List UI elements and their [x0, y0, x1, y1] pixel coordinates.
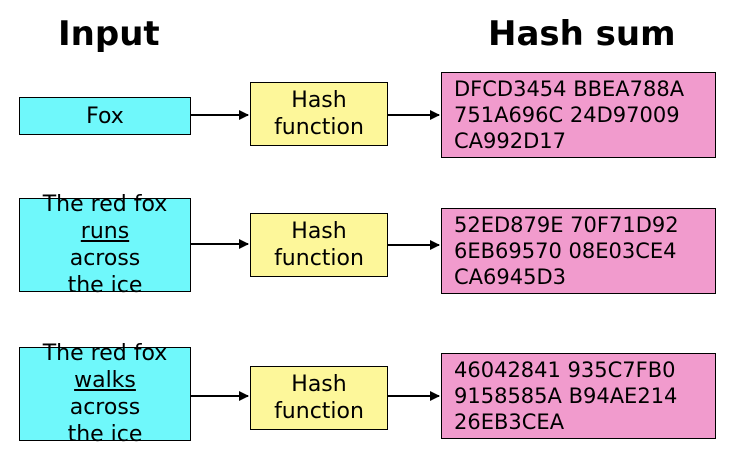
hash-sum-box-2: 52ED879E 70F71D92 6EB69570 08E03CE4 CA69…	[441, 208, 716, 294]
hash-sum-1-line-3: CA992D17	[454, 129, 567, 153]
input-text-3-line-2-rest: across	[69, 395, 141, 420]
input-box-2: The red fox runs across the ice	[19, 192, 191, 298]
input-text-3-changed-word: walks	[74, 368, 136, 393]
hash-sum-3-line-2: 9158585A B94AE214	[454, 384, 678, 408]
hash-sum-2-line-3: CA6945D3	[454, 265, 567, 289]
hash-sum-2-line-2: 6EB69570 08E03CE4	[454, 239, 677, 263]
hash-function-label-1-line-2: function	[274, 115, 364, 140]
input-text-3-line-3: the ice	[67, 422, 143, 447]
hash-function-label-2-line-2: function	[274, 246, 364, 271]
hash-function-label-1-line-1: Hash	[291, 88, 347, 113]
hash-function-box-3: Hash function	[250, 366, 388, 430]
hash-sum-box-1: DFCD3454 BBEA788A 751A696C 24D97009 CA99…	[441, 72, 716, 158]
hash-sum-2-line-1: 52ED879E 70F71D92	[454, 213, 679, 237]
input-column-header: Input	[58, 14, 160, 54]
hash-function-box-1: Hash function	[250, 82, 388, 146]
hash-sum-3-line-1: 46042841 935C7FB0	[454, 358, 676, 382]
hash-sum-column-header: Hash sum	[488, 14, 676, 54]
hash-function-label-3-line-1: Hash	[291, 372, 347, 397]
hash-sum-3-line-3: 26EB3CEA	[454, 410, 565, 434]
input-text-3-line-1: The red fox	[42, 341, 168, 366]
hash-function-box-2: Hash function	[250, 213, 388, 277]
hash-function-label-2-line-1: Hash	[291, 219, 347, 244]
input-box-3: The red fox walks across the ice	[19, 341, 191, 447]
input-text-1: Fox	[86, 103, 124, 130]
input-text-2-line-2-rest: across	[69, 246, 141, 271]
input-box-1: Fox	[19, 97, 191, 135]
input-text-1-line-1: Fox	[86, 103, 124, 129]
hash-sum-1-line-2: 751A696C 24D97009	[454, 103, 680, 127]
hash-sum-box-3: 46042841 935C7FB0 9158585A B94AE214 26EB…	[441, 353, 716, 439]
hash-sum-1-line-1: DFCD3454 BBEA788A	[454, 77, 685, 101]
input-text-2-changed-word: runs	[80, 219, 130, 244]
input-text-2-line-3: the ice	[67, 273, 143, 298]
hash-function-label-3-line-2: function	[274, 399, 364, 424]
input-text-2-line-1: The red fox	[42, 192, 168, 217]
